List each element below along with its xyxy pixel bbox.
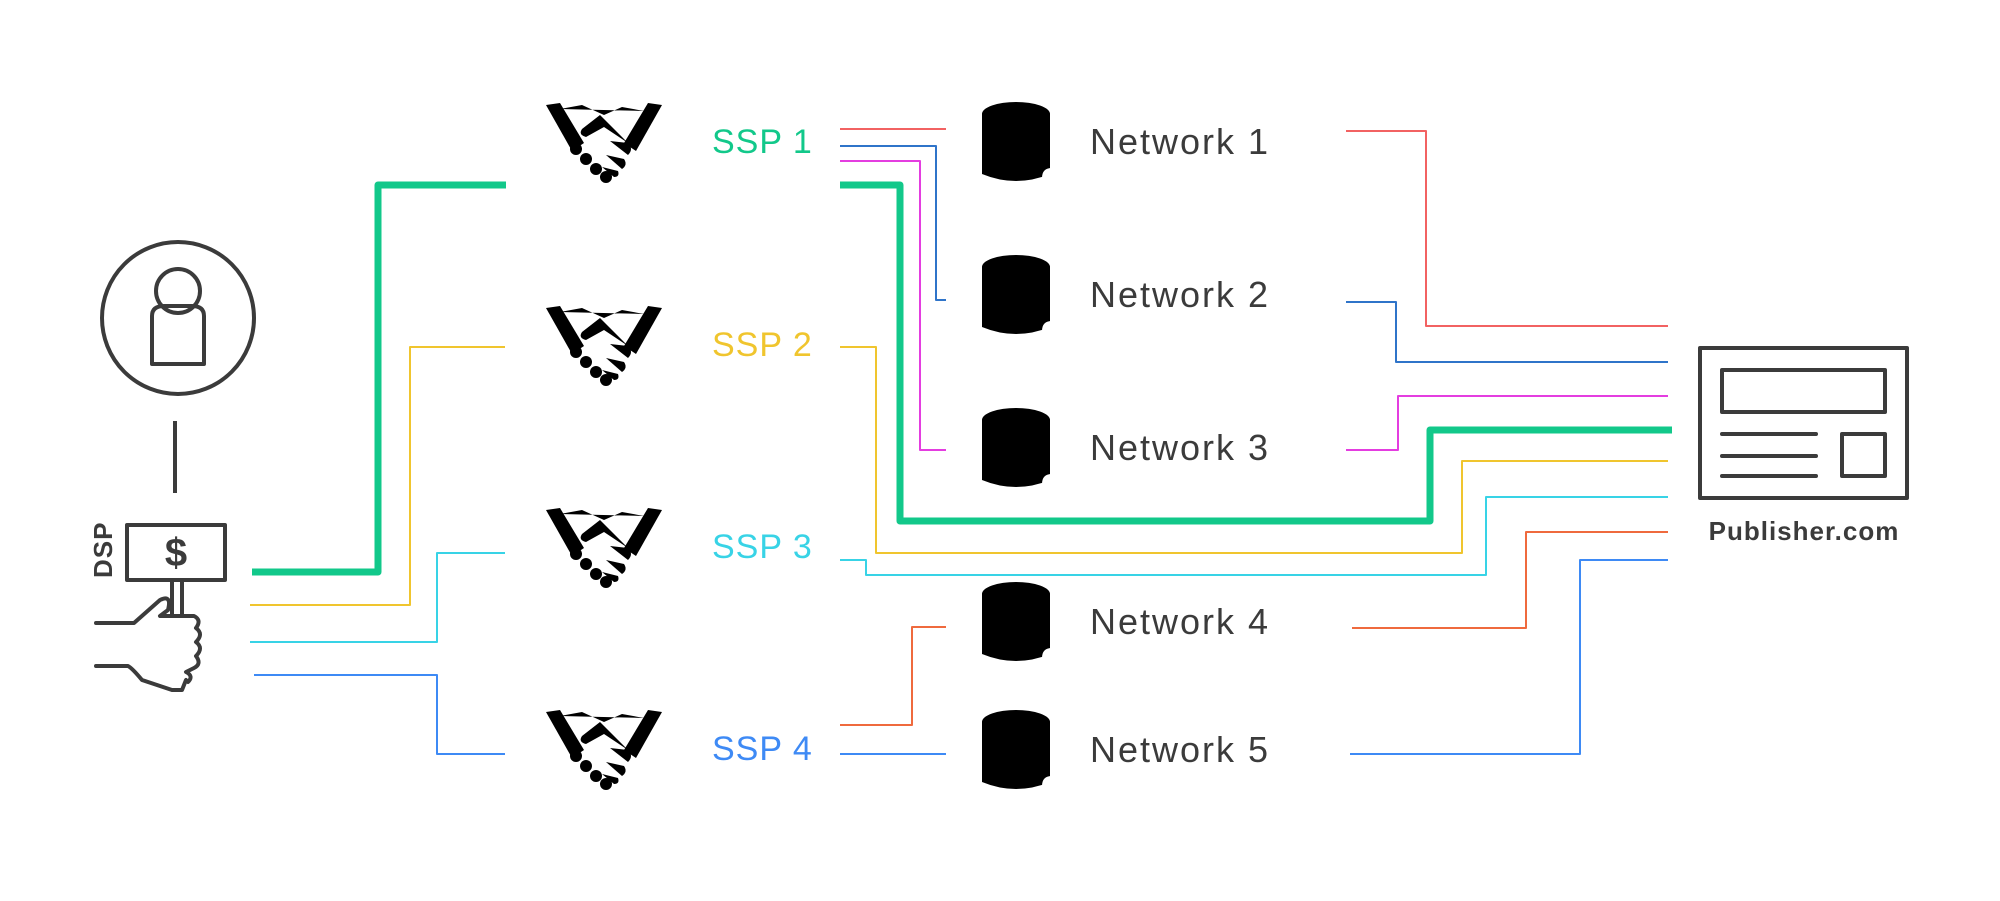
handshake-icon — [546, 306, 662, 386]
dsp-sign-symbol: $ — [165, 531, 187, 575]
webpage-icon — [1698, 346, 1909, 500]
handshake-icon — [546, 103, 662, 183]
handshake-icon — [546, 710, 662, 790]
network-1: Network 1 — [982, 102, 1270, 188]
line-network1-publisher — [1346, 130, 1668, 327]
publisher-label: Publisher.com — [1709, 516, 1900, 546]
ssp-2: SSP 2 — [546, 306, 813, 386]
line-network4-publisher — [1352, 531, 1668, 629]
ssp-4-label: SSP 4 — [712, 730, 813, 768]
line-ssp4-network4 — [840, 626, 946, 726]
winning-path-dsp-ssp1 — [252, 181, 506, 576]
ssp-2-label: SSP 2 — [712, 326, 813, 364]
database-cloud-icon — [982, 102, 1092, 188]
ssp-1: SSP 1 — [546, 103, 813, 183]
dsp-label: DSP — [88, 522, 118, 578]
line-ssp1-network3 — [840, 160, 946, 451]
bid-paddle-icon — [125, 523, 227, 616]
line-ssp1-network2 — [840, 145, 946, 301]
line-dsp-ssp4 — [254, 674, 505, 755]
line-dsp-ssp3 — [250, 552, 505, 643]
ssp-1-label: SSP 1 — [712, 123, 813, 161]
ssp-3: SSP 3 — [546, 508, 813, 588]
database-cloud-icon — [982, 408, 1092, 494]
ssp-4: SSP 4 — [546, 710, 813, 790]
line-network2-publisher — [1346, 301, 1668, 363]
network-1-label: Network 1 — [1090, 121, 1270, 162]
ssp-3-label: SSP 3 — [712, 528, 813, 566]
user-icon — [100, 240, 256, 396]
line-ssp3-publisher — [840, 496, 1668, 576]
line-ssp2-publisher — [840, 346, 1668, 554]
line-network3-publisher — [1346, 395, 1668, 451]
network-4: Network 4 — [982, 582, 1270, 668]
database-cloud-icon — [982, 582, 1092, 668]
hand-icon — [94, 596, 202, 692]
network-5: Network 5 — [982, 710, 1270, 796]
network-3: Network 3 — [982, 408, 1270, 494]
winning-path-ssp1-publisher — [840, 181, 1672, 525]
connection-lines — [250, 128, 1672, 755]
network-2: Network 2 — [982, 255, 1270, 341]
dsp-group: $ DSP — [88, 240, 256, 692]
line-network5-publisher — [1350, 559, 1668, 755]
database-cloud-icon — [982, 255, 1092, 341]
ssp-group: SSP 1 SSP 2 SSP 3 SSP 4 — [546, 103, 813, 790]
line-dsp-ssp2 — [250, 346, 505, 606]
network-4-label: Network 4 — [1090, 601, 1270, 642]
handshake-icon — [546, 508, 662, 588]
database-cloud-icon — [982, 710, 1092, 796]
network-3-label: Network 3 — [1090, 427, 1270, 468]
network-5-label: Network 5 — [1090, 729, 1270, 770]
publisher-group: Publisher.com — [1698, 346, 1909, 546]
network-2-label: Network 2 — [1090, 274, 1270, 315]
network-group: Network 1 Network 2 Network 3 Network 4 … — [982, 102, 1270, 796]
